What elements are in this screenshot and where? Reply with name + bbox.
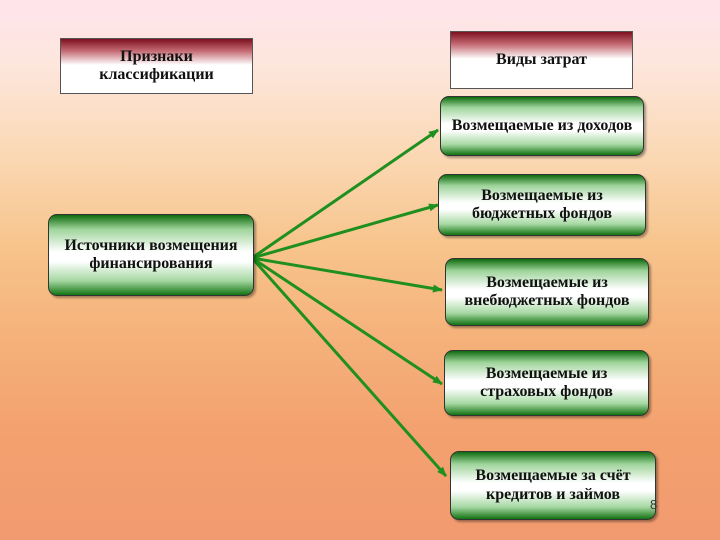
target-node-income: Возмещаемые из доходов bbox=[440, 96, 644, 156]
target-node-credits-loans: Возмещаемые за счёт кредитов и займов bbox=[450, 451, 656, 520]
header-classification-label: Признаки классификации bbox=[99, 47, 214, 83]
source-node-label: Источники возмещения финансирования bbox=[64, 236, 238, 272]
header-cost-types: Виды затрат bbox=[450, 31, 633, 89]
target-node-credits-loans-label: Возмещаемые за счёт кредитов и займов bbox=[475, 467, 631, 503]
arrow-to-extrabudget-funds bbox=[251, 256, 443, 293]
target-node-extrabudget-funds: Возмещаемые из внебюджетных фондов bbox=[445, 258, 649, 326]
target-node-income-label: Возмещаемые из доходов bbox=[451, 116, 633, 134]
page-number: 8 bbox=[650, 497, 658, 512]
target-node-extrabudget-funds-label: Возмещаемые из внебюджетных фондов bbox=[464, 273, 630, 309]
arrow-to-income bbox=[251, 128, 439, 260]
source-node: Источники возмещения финансирования bbox=[48, 214, 254, 296]
header-cost-types-label: Виды затрат bbox=[496, 50, 587, 68]
arrow-to-credits-loans bbox=[250, 257, 448, 477]
target-node-insurance-funds: Возмещаемые из страховых фондов bbox=[444, 350, 649, 416]
target-node-insurance-funds-label: Возмещаемые из страховых фондов bbox=[480, 364, 613, 400]
arrow-to-budget-funds bbox=[251, 203, 439, 260]
arrow-to-insurance-funds bbox=[251, 256, 443, 386]
header-classification: Признаки классификации bbox=[60, 38, 253, 94]
target-node-budget-funds: Возмещаемые из бюджетных фондов bbox=[438, 174, 646, 236]
target-node-budget-funds-label: Возмещаемые из бюджетных фондов bbox=[471, 186, 613, 222]
